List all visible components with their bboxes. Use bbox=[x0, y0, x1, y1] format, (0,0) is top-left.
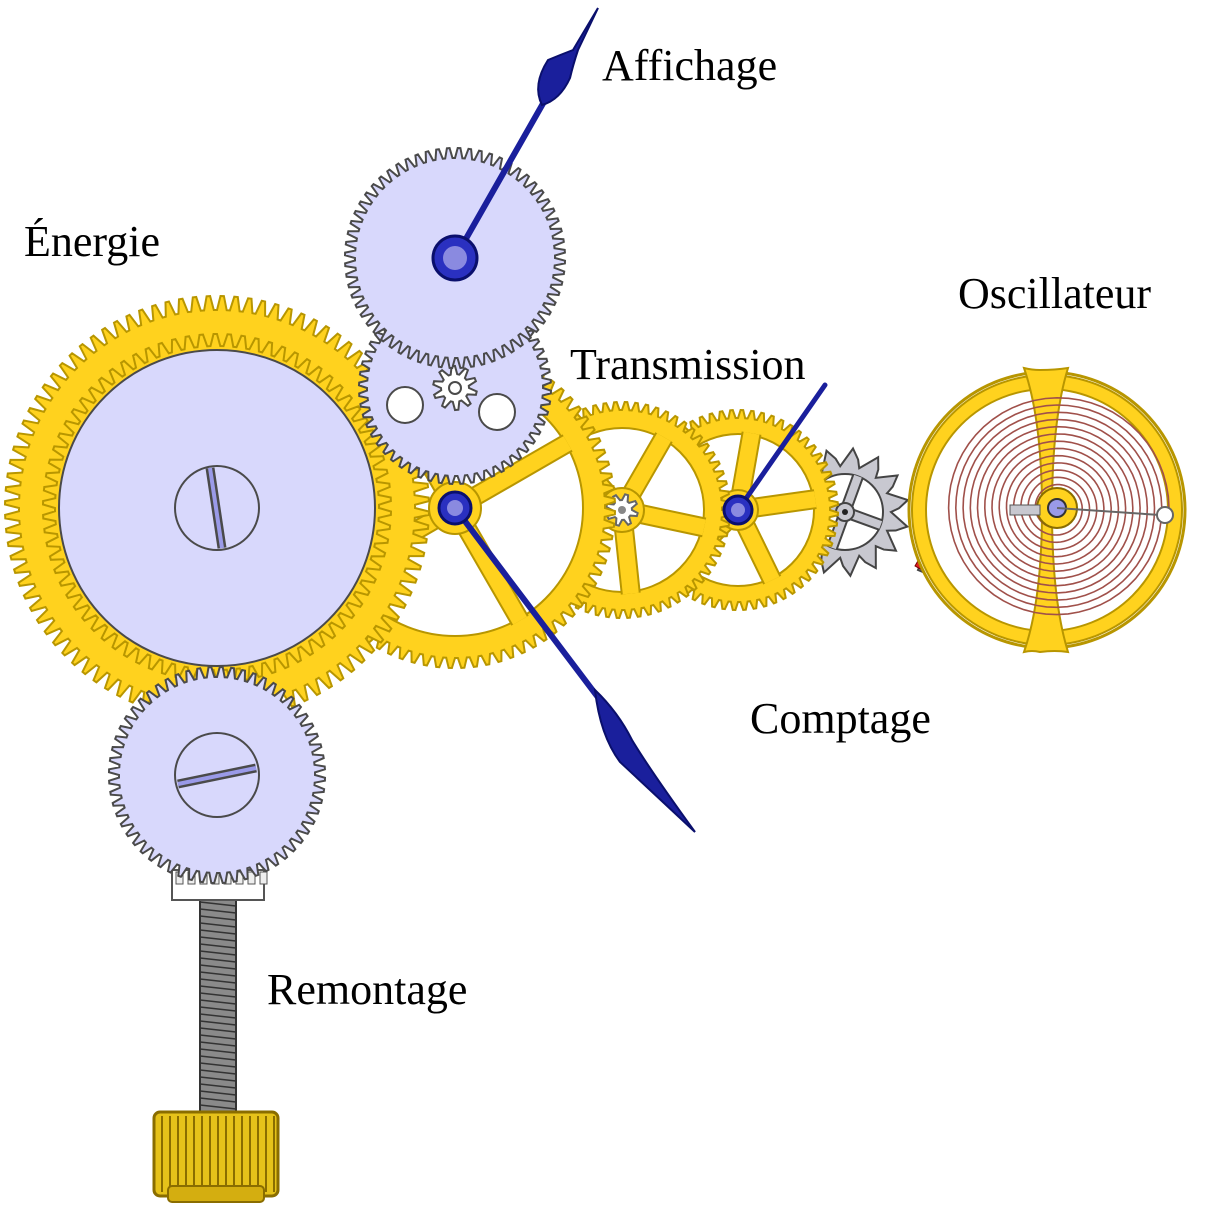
hairspring bbox=[947, 396, 1170, 616]
label-energie: Énergie bbox=[24, 217, 161, 266]
label-oscillateur: Oscillateur bbox=[958, 269, 1152, 318]
crown-wheel bbox=[107, 665, 327, 885]
hour-hand bbox=[431, 7, 599, 282]
label-comptage: Comptage bbox=[750, 694, 931, 743]
winding-crown bbox=[152, 1110, 280, 1203]
balance-wheel bbox=[907, 366, 1187, 654]
minute-hand bbox=[437, 490, 696, 833]
seconds-hand bbox=[722, 382, 828, 526]
label-affichage: Affichage bbox=[602, 41, 778, 90]
winding-stem bbox=[199, 894, 237, 1121]
barrel-wheel bbox=[3, 294, 431, 722]
label-transmission: Transmission bbox=[570, 340, 806, 389]
label-remontage: Remontage bbox=[267, 965, 468, 1014]
